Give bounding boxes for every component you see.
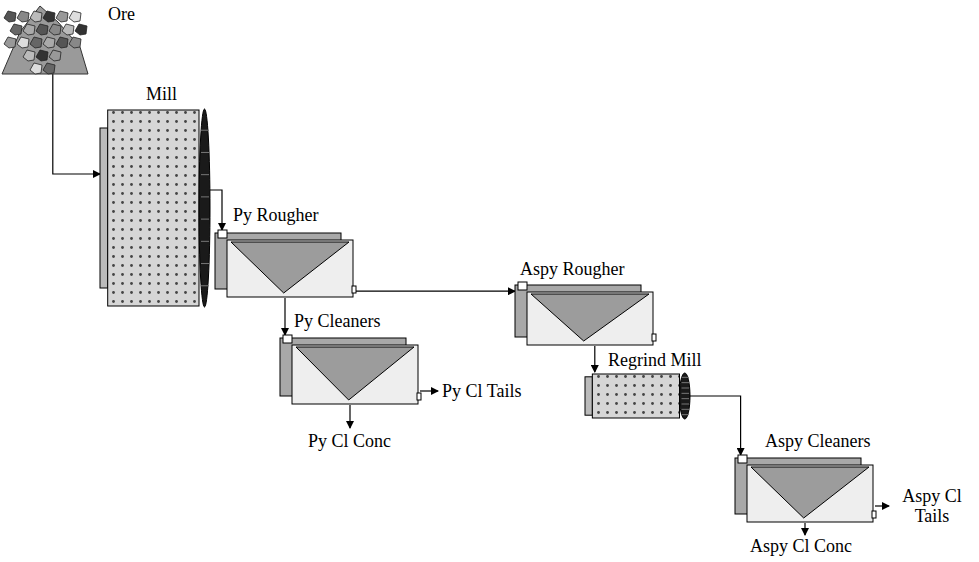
mill-drawing (100, 108, 210, 308)
tails-arrow (875, 505, 889, 506)
unit-label: Ore (108, 4, 135, 24)
grinding-mill: Mill (100, 108, 210, 308)
flow-connector (690, 396, 741, 455)
unit-label: Py Cleaners (294, 311, 380, 331)
stream-label: Py Cl Conc (308, 431, 391, 451)
flow-connector (210, 190, 222, 230)
unit-label: Mill (146, 84, 177, 104)
conc-arrow (804, 523, 805, 535)
cell-drawing (215, 230, 355, 298)
conc-arrow (349, 405, 350, 428)
flotation-cell: Py Cleaners (280, 335, 420, 405)
flow-connector (594, 346, 595, 372)
unit-label: Aspy Cleaners (765, 431, 870, 451)
grinding-mill: Regrind Mill (585, 372, 690, 420)
flow-connector (355, 291, 515, 292)
flotation-cell: Aspy Cleaners (735, 455, 875, 523)
unit-label: Py Rougher (233, 205, 319, 225)
flow-connector (284, 298, 285, 335)
tails-arrow (420, 390, 438, 391)
cell-drawing (280, 335, 420, 405)
unit-label: Aspy Rougher (520, 259, 625, 279)
mill-drawing (585, 372, 690, 420)
pile-drawing (0, 2, 88, 74)
cell-drawing (515, 282, 655, 346)
cell-drawing (735, 455, 875, 523)
stream-label: Aspy Cl Conc (750, 536, 852, 556)
unit-label: Regrind Mill (608, 350, 702, 370)
flotation-cell: Py Rougher (215, 230, 355, 298)
stream-label: Aspy Cl Tails (890, 486, 974, 526)
stream-label: Py Cl Tails (442, 381, 521, 401)
flotation-cell: Aspy Rougher (515, 282, 655, 346)
ore-pile: Ore (0, 2, 88, 74)
flow-connector (53, 74, 100, 174)
